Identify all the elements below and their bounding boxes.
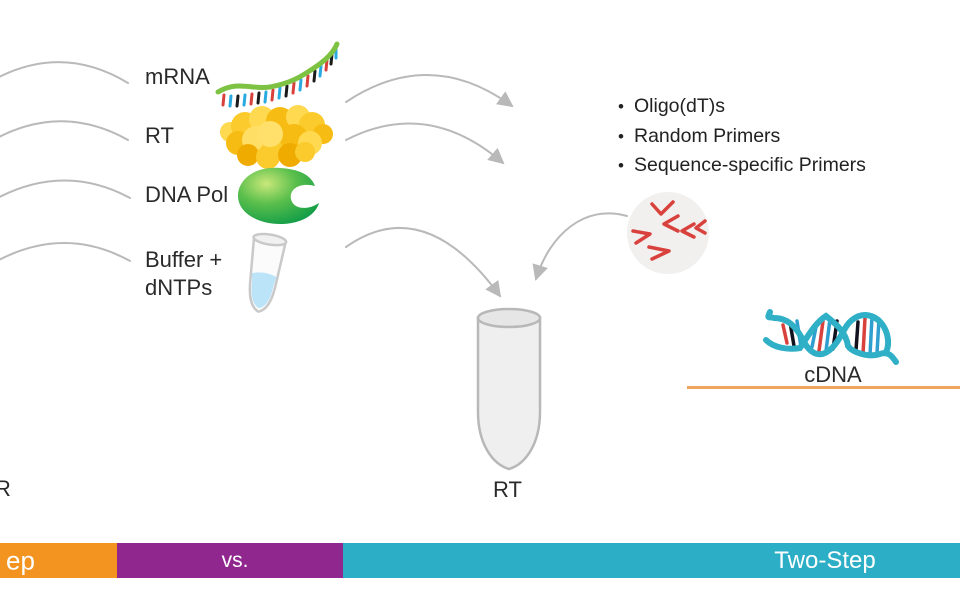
cdna-label: cDNA — [804, 362, 862, 387]
flow-arrow-primers — [532, 212, 628, 281]
left-arc — [0, 120, 129, 141]
cdna-helix-icon — [763, 309, 899, 365]
rt-enzyme-icon — [220, 105, 333, 169]
one-step-segment — [0, 543, 117, 578]
flow-arrow-buffer — [345, 227, 502, 298]
one-step-label-fragment: ep — [6, 545, 35, 575]
primers-circle-icon — [627, 192, 709, 274]
flow-arrow-mrna — [345, 74, 514, 108]
list-item: • Sequence-specific Primers — [618, 151, 866, 181]
mrna-label: mRNA — [145, 64, 210, 89]
buffer-tube-icon — [248, 232, 288, 314]
bullet-icon: • — [618, 126, 624, 146]
list-item: • Oligo(dT)s — [618, 92, 866, 122]
buffer-label-line1: Buffer + — [145, 247, 223, 272]
flow-arrow-rt — [345, 122, 505, 165]
reaction-tube-label: RT — [493, 477, 522, 502]
left-arcs — [0, 61, 131, 262]
bullet-icon: • — [618, 97, 624, 116]
primer-options-list: • Oligo(dT)s • Random Primers • Sequence… — [618, 92, 866, 181]
left-arc — [0, 179, 131, 199]
bullet-icon: • — [618, 156, 624, 175]
buffer-label-line2: dNTPs — [145, 275, 213, 300]
dna-pol-icon — [238, 167, 319, 225]
cropped-left-label-fragment: R — [0, 476, 11, 501]
primer-item-random: Random Primers — [634, 124, 781, 147]
primer-item-oligo-dt: Oligo(dT)s — [634, 95, 726, 117]
left-arc — [0, 61, 129, 84]
list-item: • Random Primers — [618, 122, 866, 152]
vs-label: vs. — [221, 548, 249, 572]
vs-segment — [117, 543, 343, 578]
rt-reagent-label: RT — [145, 123, 174, 148]
left-arc — [0, 242, 131, 262]
dna-pol-label: DNA Pol — [145, 182, 229, 207]
cdna-underline — [687, 386, 960, 389]
mrna-strand-icon — [215, 41, 340, 108]
reaction-tube-icon — [476, 307, 542, 471]
two-step-segment — [343, 543, 960, 578]
flow-arrows — [345, 74, 628, 298]
comparison-bar: ep vs. Two-Step — [0, 543, 960, 578]
two-step-label: Two-Step — [774, 546, 876, 574]
primer-item-sequence-specific: Sequence-specific Primers — [634, 154, 866, 176]
